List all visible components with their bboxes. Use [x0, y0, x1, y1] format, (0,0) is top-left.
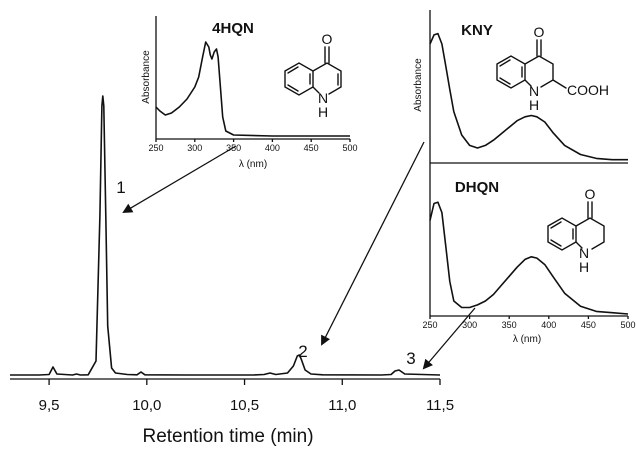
inset-kny-spectrum [429, 32, 628, 161]
peak-label-3: 3 [406, 349, 415, 368]
main-x-tick-label: 11,5 [426, 397, 454, 414]
inset-4hqn-x-tick-label: 350 [226, 143, 241, 153]
inset-dhqn-title: DHQN [455, 179, 499, 196]
chromatogram-trace [10, 95, 441, 376]
inset-dhqn-x-label: λ (nm) [513, 334, 541, 345]
inset-4hqn-x-ticks: 250 300 350 400 450 500 [148, 139, 358, 153]
inset-4hqn-x-label: λ (nm) [239, 159, 267, 170]
main-x-axis-label: Retention time (min) [142, 426, 313, 447]
inset-4hqn-x-tick-label: 450 [304, 143, 319, 153]
inset-kny-y-label: Absorbance [413, 58, 424, 112]
inset-4hqn-x-tick-label: 300 [187, 143, 202, 153]
arrow-4hqn-to-peak-1 [122, 145, 237, 214]
kny-oxygen: O [534, 24, 545, 40]
peak-label-1: 1 [116, 178, 125, 197]
inset-dhqn-spectrum [429, 201, 629, 315]
peak-label-2: 2 [298, 342, 307, 361]
main-x-tick-label: 10,0 [132, 397, 161, 414]
inset-4hqn-title: 4HQN [212, 20, 254, 37]
inset-4hqn-x-tick-label: 500 [342, 143, 357, 153]
inset-4hqn-x-tick-label: 250 [148, 143, 163, 153]
inset-dhqn-x-tick-label: 450 [581, 320, 596, 330]
inset-kny-title: KNY [461, 22, 493, 39]
main-x-tick-label: 10,5 [230, 397, 259, 414]
inset-dhqn-x-tick-label: 350 [502, 320, 517, 330]
main-x-tick-label: 9,5 [39, 397, 60, 414]
inset-dhqn-x-tick-label: 250 [422, 320, 437, 330]
inset-4hqn: 4HQN Absorbance 250 300 350 400 450 500 λ (nm… [141, 16, 358, 170]
inset-dhqn-x-tick-label: 300 [462, 320, 477, 330]
inset-4hqn-y-label: Absorbance [141, 50, 152, 104]
main-x-ticks: 9,5 10,0 10,5 11,0 11,5 [39, 379, 454, 414]
dhqn-oxygen: O [585, 186, 596, 202]
inset-dhqn-x-tick-label: 400 [541, 320, 556, 330]
inset-dhqn-x-ticks: 250 300 350 400 450 500 [422, 316, 636, 330]
main-x-tick-label: 11,0 [328, 397, 356, 414]
inset-dhqn-x-tick-label: 500 [620, 320, 635, 330]
4hqn-oxygen: O [322, 31, 333, 47]
arrow-dhqn-to-peak-3 [422, 307, 476, 370]
arrow-kny-to-peak-2 [321, 141, 425, 346]
kny-carboxyl: COOH [567, 82, 609, 98]
main-chart: 9,5 10,0 10,5 11,0 11,5 Retention time (min)… [10, 95, 454, 447]
inset-4hqn-x-tick-label: 400 [265, 143, 280, 153]
inset-4hqn-spectrum [155, 41, 350, 137]
